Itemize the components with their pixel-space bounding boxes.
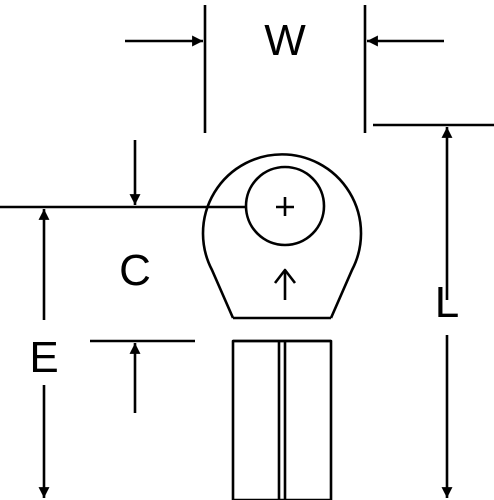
center-dimension: C <box>0 140 246 413</box>
terminal-outline <box>201 153 363 319</box>
center-label: C <box>119 246 151 295</box>
edge-label: E <box>29 333 58 382</box>
length-dimension: L <box>373 123 494 498</box>
barrel <box>231 316 333 500</box>
direction-arrow <box>273 268 297 300</box>
width-dimension: W <box>125 5 444 133</box>
edge-dimension: E <box>29 209 59 498</box>
length-label: L <box>435 278 459 327</box>
width-label: W <box>264 16 306 65</box>
center-mark <box>276 197 294 216</box>
